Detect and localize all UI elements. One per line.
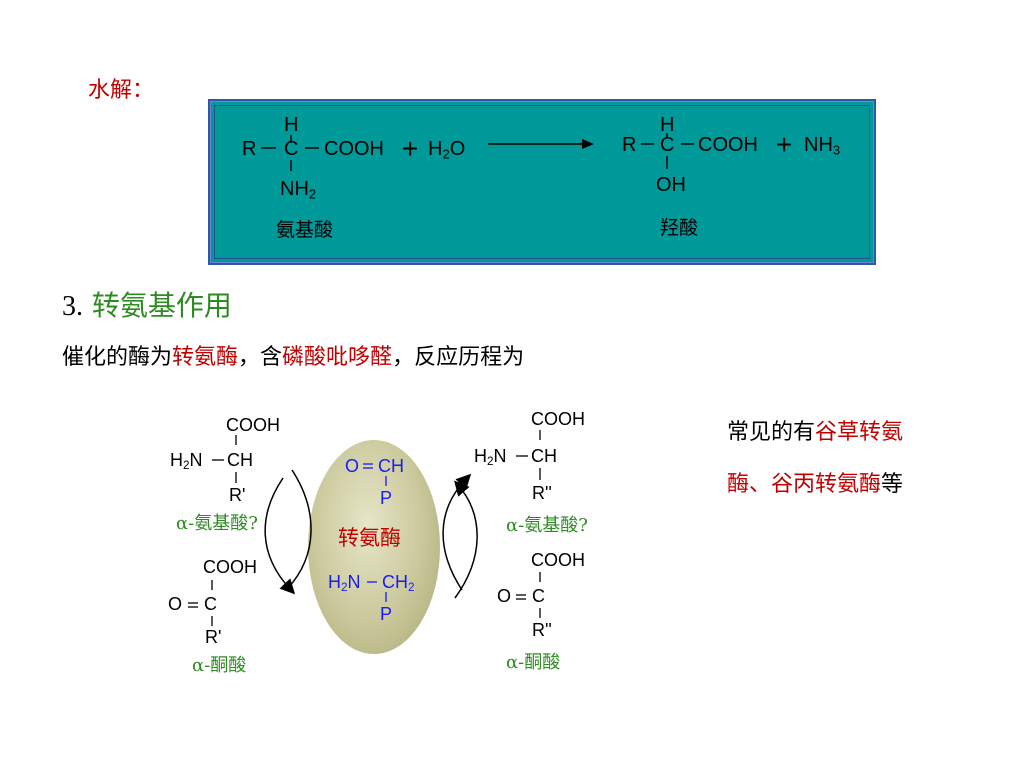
enzyme-ellipse (308, 440, 440, 654)
section3-heading: 3. 转氨基作用 (62, 289, 232, 322)
left-amino-r: R' (229, 485, 246, 505)
right-amino-cooh: COOH (531, 409, 585, 429)
reaction-arrow-head (582, 139, 594, 149)
reactant-name: 氨基酸 (276, 219, 334, 241)
left-keto-label: α-酮酸 (192, 655, 247, 676)
enzyme-top-p: P (380, 488, 393, 508)
left-keto-c: C (204, 594, 217, 614)
left-amino-h2n: H2N (170, 450, 203, 472)
reactant-cooh: COOH (324, 138, 384, 160)
plus-sign-2: + (776, 129, 793, 160)
enzyme-bottom-ch2: CH2 (382, 572, 415, 594)
enzyme-bottom-h2n: H2N (328, 572, 361, 594)
left-amino-ch: CH (227, 450, 253, 470)
right-keto-o: O (497, 586, 512, 606)
product-r: R (622, 134, 637, 156)
enzyme-name: 转氨酶 (338, 526, 401, 550)
note-line-2: 酶、谷丙转氨酶等 (727, 472, 904, 497)
enzyme-top-o: O (345, 456, 360, 476)
hydrolysis-heading: 水解： (88, 78, 155, 103)
right-amino-label: α-氨基酸? (506, 515, 588, 536)
enzyme-top-ch: CH (378, 456, 404, 476)
right-keto-c: C (532, 586, 545, 606)
enzyme-bottom-p: P (380, 604, 393, 624)
plus-sign-1: + (402, 133, 419, 164)
reactant-c: C (284, 138, 299, 160)
right-amino-r: R'' (532, 483, 552, 503)
left-keto-r: R' (205, 627, 222, 647)
water-formula: H2O (428, 138, 466, 162)
hydrolysis-bonds (261, 133, 694, 171)
right-amino-h2n: H2N (474, 446, 507, 468)
hydrolysis-reaction-box: H R C COOH NH2 氨基酸 + H2O H R C COOH OH 羟… (208, 99, 876, 265)
product-cooh: COOH (698, 134, 758, 156)
right-keto-cooh: COOH (531, 550, 585, 570)
ammonia-formula: NH3 (804, 134, 841, 158)
left-curved-arrow-in (287, 469, 312, 589)
product-name: 羟酸 (660, 217, 699, 239)
reactant-h: H (284, 114, 299, 136)
left-amino-cooh: COOH (226, 415, 280, 435)
left-curved-arrow-out (264, 477, 296, 595)
reactant-r: R (242, 138, 257, 160)
right-curved-arrow-in (454, 480, 478, 599)
catalysis-sentence: 催化的酶为转氨酶，含磷酸吡哆醛，反应历程为 (62, 345, 525, 370)
right-amino-ch: CH (531, 446, 557, 466)
product-oh: OH (656, 174, 686, 196)
left-keto-o: O (168, 594, 183, 614)
reactant-nh2: NH2 (280, 178, 317, 202)
left-keto-cooh: COOH (203, 557, 257, 577)
note-line-1: 常见的有谷草转氨 (727, 420, 904, 445)
right-keto-r: R'' (532, 620, 552, 640)
right-curved-arrow-up (442, 473, 472, 591)
right-keto-label: α-酮酸 (506, 652, 561, 673)
product-c: C (660, 134, 675, 156)
product-h: H (660, 114, 675, 136)
left-amino-label: α-氨基酸? (176, 513, 258, 534)
